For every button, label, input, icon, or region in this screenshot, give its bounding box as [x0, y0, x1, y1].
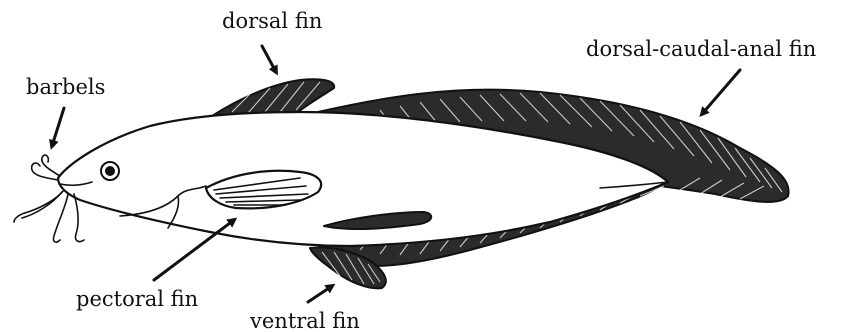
pectoral-fin-label: pectoral fin: [76, 287, 198, 311]
dorsal-fin-arrow: [262, 46, 276, 72]
eye: [101, 162, 119, 180]
barbels-label: barbels: [26, 75, 105, 99]
dorsal-caudal-anal-fin-label: dorsal-caudal-anal fin: [586, 37, 816, 61]
ventral-fin-label: ventral fin: [249, 309, 360, 332]
dorsal-caudal-anal-fin-arrow: [702, 70, 740, 114]
dorsal-fin-label: dorsal fin: [222, 9, 322, 33]
dorsal-fin-shape: [212, 79, 334, 116]
ventral-fin-arrow: [308, 286, 332, 302]
barbels-arrow: [52, 108, 64, 146]
